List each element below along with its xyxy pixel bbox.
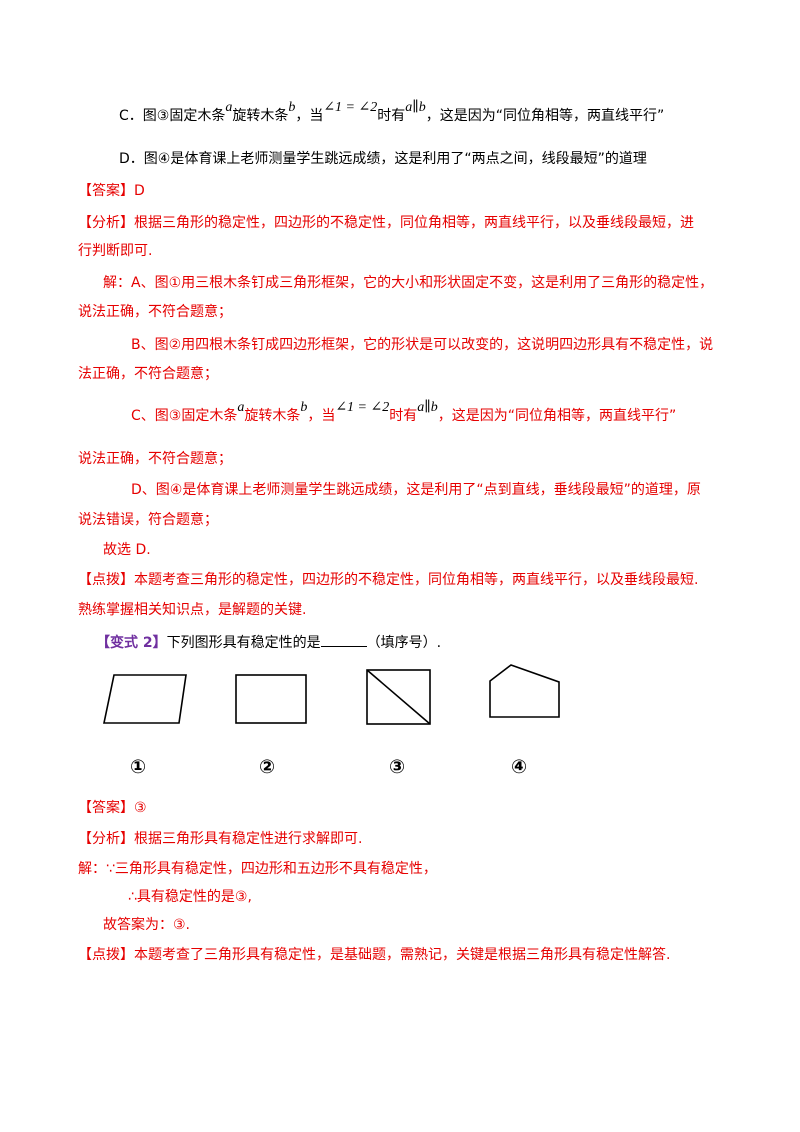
tip-1-line-1: 【点拨】本题考查三角形的稳定性，四边形的不稳定性，同位角相等，两直线平行，以及垂… — [78, 572, 699, 588]
analysis-2: 【分析】根据三角形具有稳定性进行求解即可. — [78, 831, 363, 847]
solution-c-text-3: ，当 — [307, 408, 336, 424]
sol-var-b: b — [300, 400, 308, 415]
parallel-expression: a∥b — [405, 100, 426, 115]
solution-d-line-1: D、图④是体育课上老师测量学生跳远成绩，这是利用了“点到直线，垂线段最短”的道理… — [131, 482, 701, 498]
option-c-text-3: ，当 — [295, 108, 324, 124]
solution-a-line-2: 说法正确，不符合题意； — [78, 304, 232, 320]
solution-b-line-1: B、图②用四根木条钉成四边形框架，它的形状是可以改变的，这说明四边形具有不稳定性… — [131, 337, 714, 353]
figure-2-label: ② — [259, 756, 276, 778]
sol-angle-equation: ∠1 = ∠2 — [335, 400, 390, 415]
option-c-text-5: ，这是因为“同位角相等，两直线平行” — [425, 108, 665, 124]
option-d: D．图④是体育课上老师测量学生跳远成绩，这是利用了“两点之间，线段最短”的道理 — [119, 151, 647, 167]
choose-answer: 故选 D. — [103, 542, 151, 558]
sol-var-a: a — [237, 400, 245, 415]
sol-parallel-expression: a∥b — [417, 400, 438, 415]
var-a: a — [225, 100, 233, 115]
option-c: C．图③固定木条a旋转木条b，当∠1 = ∠2时有a∥b，这是因为“同位角相等，… — [119, 100, 665, 127]
solution-c-text-5: ，这是因为“同位角相等，两直线平行” — [437, 408, 677, 424]
solution-2-line-2: ∴具有稳定性的是③, — [128, 889, 252, 905]
variant-label: 【变式 2】 — [96, 635, 167, 651]
figure-4-pentagon — [489, 664, 560, 718]
solution-2-line-3: 故答案为：③. — [103, 917, 191, 933]
figure-1-label: ① — [130, 756, 147, 778]
option-c-text-1: C．图③固定木条 — [119, 108, 226, 124]
figure-3-square-with-diagonal — [366, 669, 431, 725]
figure-1-parallelogram — [103, 674, 187, 724]
variant-2-question: 【变式 2】下列图形具有稳定性的是 （填序号）. — [96, 632, 441, 653]
var-b: b — [288, 100, 296, 115]
solution-c-text-1: C、图③固定木条 — [131, 408, 238, 424]
analysis-1-line-2: 行判断即可. — [78, 243, 153, 259]
solution-c-line-1: C、图③固定木条a旋转木条b，当∠1 = ∠2时有a∥b，这是因为“同位角相等，… — [131, 400, 677, 427]
solution-d-line-2: 说法错误，符合题意； — [78, 512, 218, 528]
answer-2: 【答案】③ — [78, 800, 147, 816]
answer-1: 【答案】D — [78, 183, 145, 199]
figure-3-label: ③ — [389, 756, 406, 778]
solution-2-line-1: 解：∵三角形具有稳定性，四边形和五边形不具有稳定性， — [78, 861, 437, 877]
solution-a-line-1: 解：A、图①用三根木条钉成三角形框架，它的大小和形状固定不变，这是利用了三角形的… — [103, 275, 714, 291]
option-c-text-2: 旋转木条 — [232, 108, 289, 124]
analysis-1-line-1: 【分析】根据三角形的稳定性，四边形的不稳定性，同位角相等，两直线平行，以及垂线段… — [78, 215, 694, 231]
tip-1-line-2: 熟练掌握相关知识点，是解题的关键. — [78, 602, 307, 618]
tip-2: 【点拨】本题考查了三角形具有稳定性，是基础题，需熟记，关键是根据三角形具有稳定性… — [78, 947, 671, 963]
solution-c-text-2: 旋转木条 — [244, 408, 301, 424]
variant-question-suffix: （填序号）. — [366, 635, 442, 651]
figure-2-rectangle — [235, 674, 307, 724]
angle-equation: ∠1 = ∠2 — [323, 100, 378, 115]
variant-question-text: 下列图形具有稳定性的是 — [166, 635, 321, 651]
option-c-text-4: 时有 — [377, 108, 406, 124]
answer-blank — [320, 632, 367, 647]
solution-b-line-2: 法正确，不符合题意； — [78, 366, 218, 382]
solution-c-line-2: 说法正确，不符合题意； — [78, 451, 232, 467]
solution-c-text-4: 时有 — [389, 408, 418, 424]
figure-4-label: ④ — [511, 756, 528, 778]
